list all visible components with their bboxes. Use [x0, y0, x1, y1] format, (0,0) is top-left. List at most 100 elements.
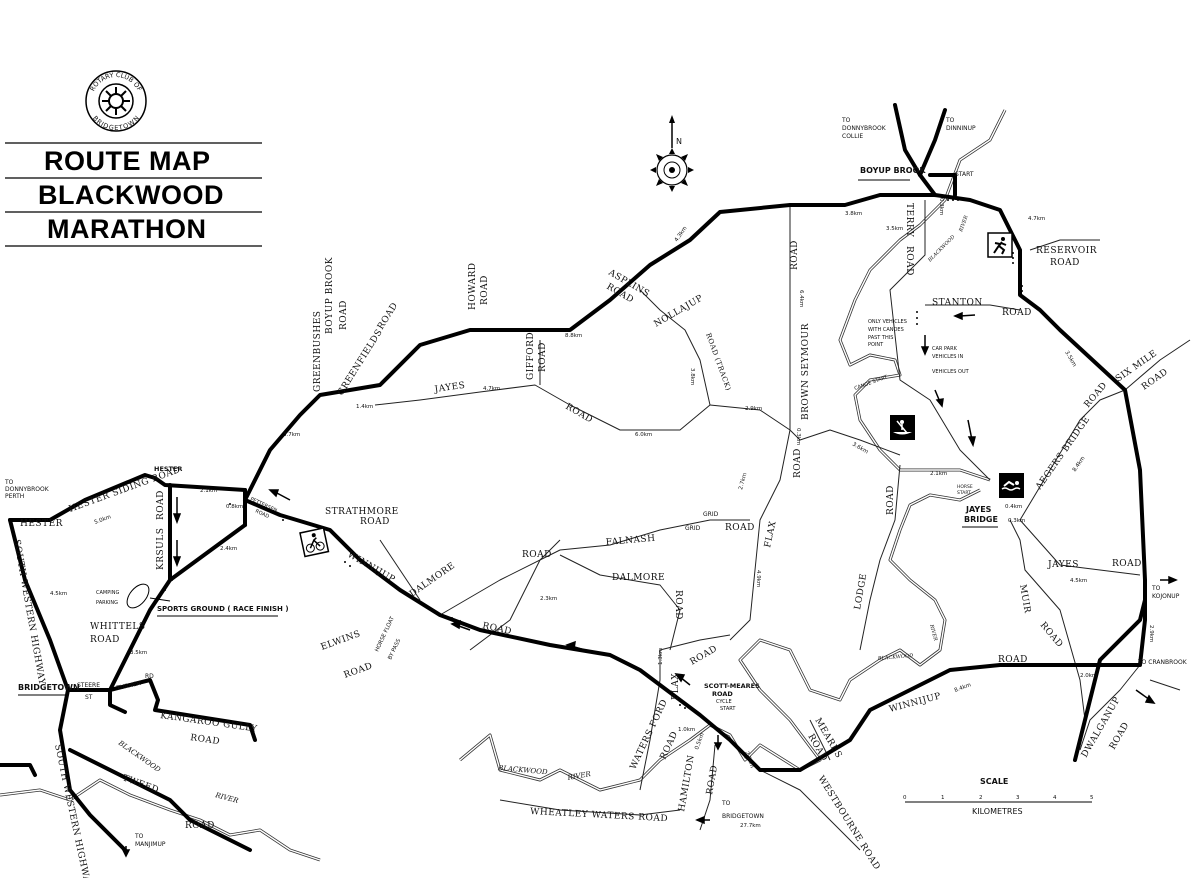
distance-label: 2.7km	[743, 751, 755, 769]
scale-bar: SCALE 0 1 2 3 4 5 KILOMETRES	[903, 777, 1094, 816]
distance-label: 4.7km	[483, 386, 500, 392]
label-aegers-bridge: AEGERS BRIDGE	[1034, 415, 1093, 493]
label-elwins-road: ROAD	[343, 661, 374, 681]
scale-tick-1: 1	[941, 795, 945, 801]
label-to-kojonup: TO	[1151, 585, 1161, 592]
label-howard-road: ROAD	[480, 275, 490, 305]
label-cycle: CYCLE	[716, 699, 732, 705]
label-steere: STEERE	[77, 682, 100, 689]
label-kangaroo-gully: KANGAROO GULLY	[160, 711, 259, 735]
label-elwins: ELWINS	[320, 629, 363, 653]
distance-label: 4.9km	[755, 570, 761, 587]
label-boyup-brook-road: BOYUP BROOK	[325, 257, 335, 334]
scale-title: SCALE	[980, 777, 1008, 786]
label-waters-ford-road: ROAD	[659, 730, 681, 761]
label-flax-n: FLAX	[763, 520, 778, 549]
blackwood-river	[0, 109, 1007, 862]
label-greenbushes-road: ROAD	[339, 300, 349, 330]
label-south-western-highway: SOUTH WESTERN HIGHWAY	[11, 539, 47, 687]
label-horse: HORSE	[957, 484, 973, 490]
scale-tick-2: 2	[979, 795, 983, 801]
label-scott-meares: SCOTT-MEARES	[704, 682, 760, 690]
distance-label: 2.1km	[930, 471, 947, 477]
label-only-vehicles-4: POINT	[868, 342, 884, 348]
distance-label: 0.4km	[1005, 504, 1022, 510]
label-cycle-start: START	[720, 706, 736, 712]
place-labels: BOYUP BROOK START TO DONNYBROOK COLLIE T…	[4, 117, 1188, 848]
marathon-route	[0, 103, 1147, 852]
label-flax-s-road: ROAD	[689, 644, 720, 668]
label-kojonup: KOJONUP	[1152, 593, 1180, 600]
label-blackwood-river-n: BLACKWOOD	[926, 234, 956, 264]
distance-label: 6.0km	[635, 432, 652, 438]
label-krsuls-road: ROAD	[156, 490, 166, 520]
label-pettersen-road: ROAD	[254, 508, 270, 520]
label-only-vehicles-3: PAST THIS	[868, 335, 893, 341]
distance-label: 1.4km	[356, 404, 373, 410]
distance-label: 2.7km	[738, 472, 748, 490]
label-bridgetown-km: 27.7km	[740, 823, 761, 829]
label-westbourne-road: WESTBOURNE ROAD	[815, 774, 881, 872]
label-dalmore-road-top: ROAD	[522, 550, 552, 560]
label-greenbushes: GREENBUSHES	[313, 311, 323, 392]
label-vehicles-in: VEHICLES IN	[932, 354, 963, 360]
scale-tick-0: 0	[903, 795, 907, 801]
direction-arrows	[121, 311, 1178, 858]
distance-label: 5.0km	[94, 514, 112, 526]
label-bridgetown-2: BRIDGETOWN	[722, 813, 764, 820]
label-grid-2: GRID	[685, 525, 701, 532]
label-greenfields-road: ROAD	[376, 301, 400, 332]
label-to-cranbrook: TO CRANBROOK	[1137, 659, 1188, 666]
distance-label: 0.5km	[694, 732, 706, 750]
label-only-vehicles-2: WITH CANOES	[868, 327, 904, 333]
label-only-vehicles-1: ONLY VEHICLES	[868, 319, 907, 325]
label-falnash-road: ROAD	[725, 523, 755, 533]
label-boyup-brook: BOYUP BROOK	[860, 166, 926, 175]
label-falnash: FALNASH	[605, 534, 656, 548]
label-scott-meares-road: ROAD	[712, 690, 733, 698]
title-block: ROUTE MAP BLACKWOOD MARATHON	[5, 142, 262, 247]
distance-label: 2.4km	[220, 546, 237, 552]
label-dalmore-2: DALMORE	[612, 573, 665, 583]
distance-label: 3.8km	[845, 211, 862, 217]
distance-label: 0.3km	[938, 198, 944, 215]
label-river-n: RIVER	[958, 215, 970, 234]
label-jayes: JAYES	[965, 505, 992, 514]
label-whittels: WHITTELS	[90, 622, 146, 632]
distance-label: 4.5km	[50, 591, 67, 597]
label-canoe-start: CANOE START	[854, 374, 890, 392]
label-winnijup: WINNIJUP	[346, 550, 397, 585]
label-to-dinninup: TO	[945, 117, 955, 124]
distance-label: 1.3km	[658, 648, 664, 665]
label-stanton-road: ROAD	[1002, 308, 1032, 318]
label-gifford-road: ROAD	[538, 342, 548, 372]
label-jayes-e-road: ROAD	[1112, 559, 1142, 569]
label-whittels-road: ROAD	[90, 635, 120, 645]
label-gifford: GIFFORD	[526, 332, 536, 380]
label-bridge: BRIDGE	[964, 515, 998, 524]
label-reservoir-road: ROAD	[1050, 258, 1080, 268]
label-river-e: RIVER	[928, 623, 938, 642]
label-strathmore-road: ROAD	[360, 517, 390, 527]
distance-label: 4.7km	[1028, 216, 1045, 222]
label-terry-road: ROAD	[904, 246, 914, 276]
label-to-donnybrook-perth: TO	[4, 479, 14, 486]
label-jayes-w: JAYES	[433, 381, 466, 395]
label-bridgetown: BRIDGETOWN	[18, 683, 80, 692]
scale-tick-5: 5	[1090, 795, 1094, 801]
title-line-1: ROUTE MAP	[44, 146, 211, 176]
label-grid-1: GRID	[703, 511, 719, 518]
distance-label: 8.8km	[565, 333, 582, 339]
label-lodge: LODGE	[853, 573, 869, 611]
distance-label: 3.5km	[130, 650, 147, 656]
distance-label: 3.8km	[689, 368, 695, 385]
label-river-w: RIVER	[214, 791, 240, 805]
label-wheatley-waters-road: WHEATLEY WATERS ROAD	[530, 807, 668, 824]
compass-rose-icon: N	[650, 115, 694, 192]
label-to-bridgetown: TO	[721, 800, 731, 807]
label-to-manjimup: TO	[134, 833, 144, 840]
label-blackwood-river-w: BLACKWOOD	[116, 739, 162, 775]
distance-label: 0.8km	[226, 504, 243, 510]
